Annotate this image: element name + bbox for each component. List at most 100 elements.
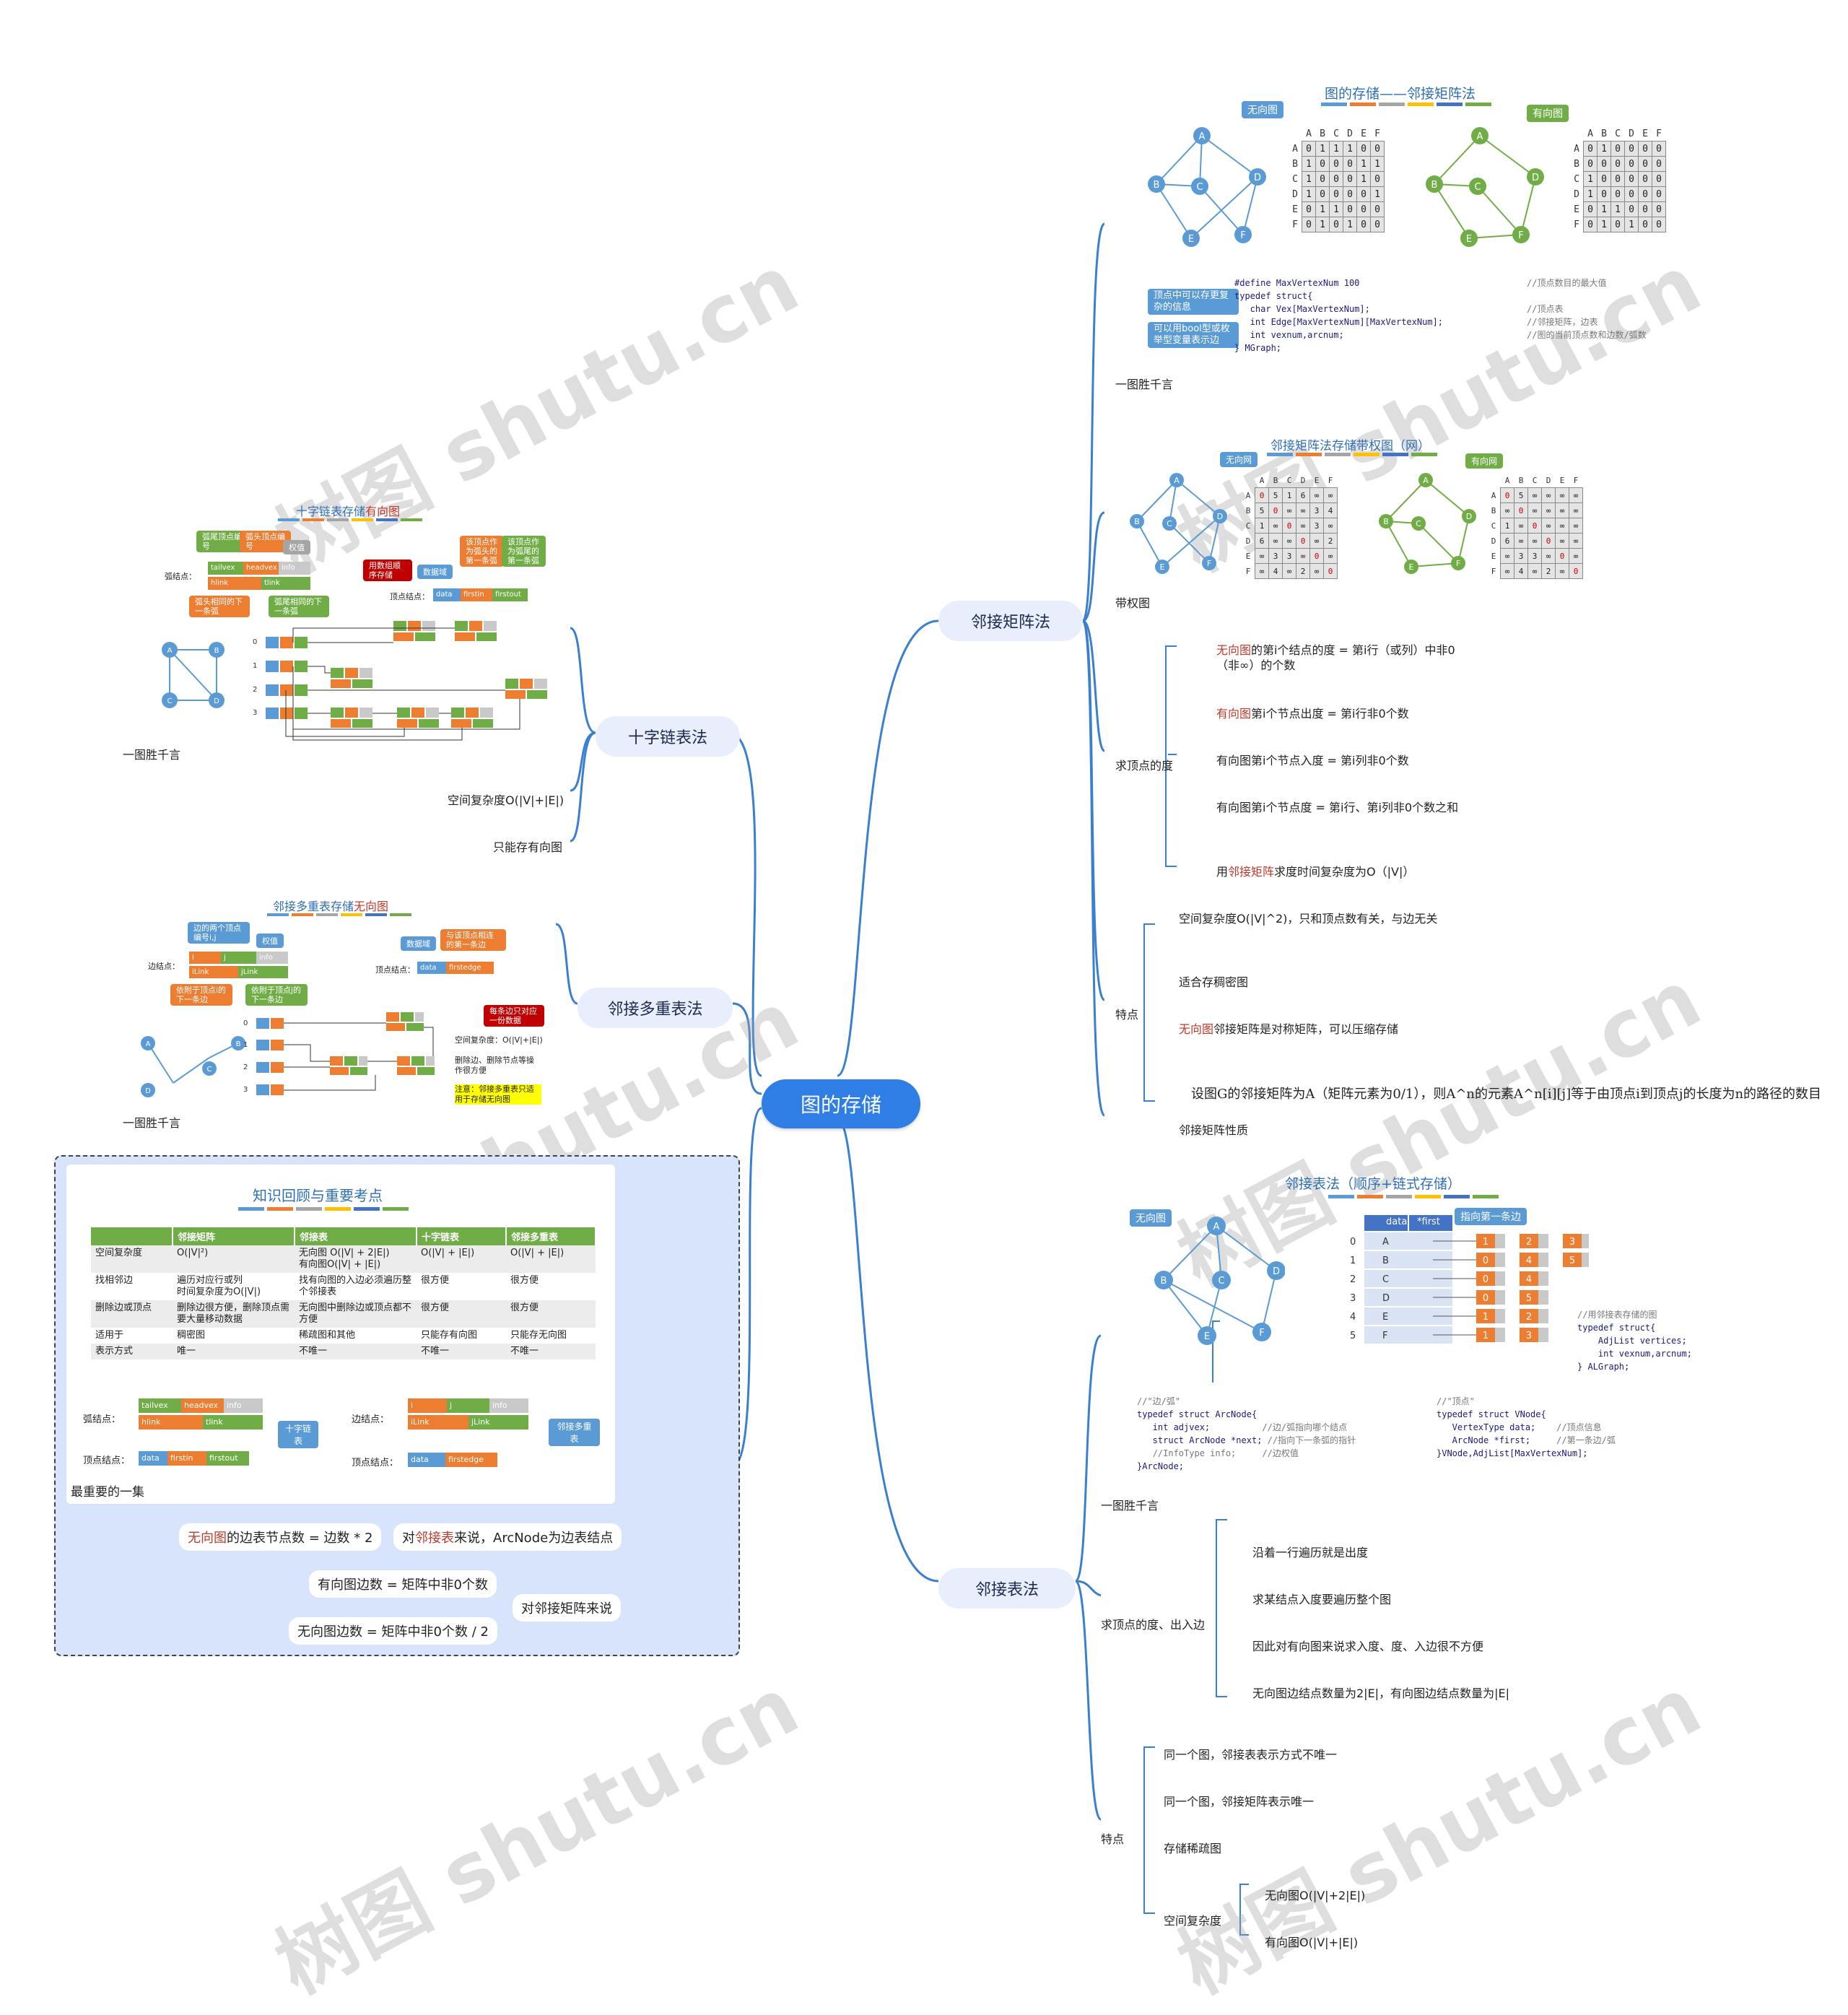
svg-text:2: 2 xyxy=(243,1063,248,1071)
svg-text:F: F xyxy=(1240,230,1245,241)
svg-text:A: A xyxy=(1213,1222,1220,1232)
svg-text:F: F xyxy=(1518,230,1523,241)
svg-text:B: B xyxy=(1383,517,1389,526)
summary-card-title: 知识回顾与重要考点 xyxy=(253,1187,383,1204)
list-feature-1: 同一个图，邻接表表示方式不唯一 xyxy=(1164,1748,1338,1762)
vertex-info-bubble: 顶点中可以存更复杂的信息 xyxy=(1148,289,1239,315)
title-underline xyxy=(267,913,411,916)
branch-multi-list[interactable]: 邻接多重表法 xyxy=(578,988,733,1028)
multi-bubble-one-copy: 每条边只对应一份数据 xyxy=(484,1005,544,1027)
directed-net-tag: 有向网 xyxy=(1465,453,1504,469)
svg-text:2: 2 xyxy=(1526,1237,1532,1248)
cross-bubble-weight: 权值 xyxy=(283,540,310,554)
summary-pill-undirected-edges: 无向图边数 = 矩阵中非0个数 / 2 xyxy=(289,1617,497,1645)
cross-field-info: info xyxy=(279,562,310,575)
first-edge-callout: 指向第一条边 xyxy=(1455,1208,1527,1225)
summary-cross-f5: tlink xyxy=(203,1415,263,1429)
multi-bubble-data: 数据域 xyxy=(401,936,436,951)
svg-text:A: A xyxy=(146,1040,151,1048)
weighted-image-title: 邻接矩阵法存储带权图（网） xyxy=(1270,439,1430,453)
svg-text:C: C xyxy=(1196,182,1203,193)
list-features-label: 特点 xyxy=(1101,1832,1125,1846)
multi-vex-label: 顶点结点： xyxy=(375,965,415,975)
branch-adjacency-list[interactable]: 邻接表法 xyxy=(938,1568,1076,1609)
cross-item-directed-only: 只能存有向图 xyxy=(493,840,563,854)
svg-text:F: F xyxy=(1456,559,1460,568)
svg-text:C: C xyxy=(167,697,173,705)
summary-vex-label-1: 顶点结点： xyxy=(83,1455,131,1466)
svg-text:A: A xyxy=(1423,476,1429,485)
svg-text:0: 0 xyxy=(243,1019,248,1027)
cross-image-title: 十字链表存储有向图 xyxy=(296,505,401,518)
cross-field-headvex: headvex xyxy=(243,562,279,575)
svg-text:E: E xyxy=(1466,234,1472,245)
cross-bubble-array: 用数组顺序存储 xyxy=(363,560,412,581)
svg-text:4: 4 xyxy=(1526,1274,1532,1285)
matrix-features-label: 特点 xyxy=(1115,1008,1139,1022)
cross-item-space: 空间复杂度O(|V|+|E|) xyxy=(448,793,565,807)
summary-vex-label-2: 顶点结点： xyxy=(352,1458,399,1468)
svg-text:D: D xyxy=(1273,1266,1280,1277)
feature-item-2: 适合存稠密图 xyxy=(1179,975,1249,989)
summary-cross-f2: headvex xyxy=(181,1398,224,1413)
branch-adjacency-matrix[interactable]: 邻接矩阵法 xyxy=(938,601,1083,641)
summary-cross-f3: info xyxy=(224,1398,263,1413)
weighted-graph-label: 带权图 xyxy=(1115,596,1151,610)
list-degree-label: 求顶点的度、出入边 xyxy=(1101,1618,1206,1632)
degree-item-5: 用邻接矩阵求度时间复杂度为O（|V|） xyxy=(1216,865,1415,879)
svg-text:B: B xyxy=(214,647,219,655)
multi-note-warning: 注意：邻接多重表只适用于存储无向图 xyxy=(455,1084,541,1105)
summary-cross-v3: firstout xyxy=(206,1451,249,1466)
root-node[interactable]: 图的存储 xyxy=(762,1079,920,1128)
caption-one-picture: 一图胜千言 xyxy=(1115,378,1174,391)
branch-cross-list[interactable]: 十字链表法 xyxy=(596,716,740,757)
adjlist-undirected-tag: 无向图 xyxy=(1130,1209,1172,1227)
list-space-label: 空间复杂度 xyxy=(1164,1914,1222,1928)
summary-cross-f1: tailvex xyxy=(139,1398,181,1413)
multi-field-i: i xyxy=(189,952,221,964)
svg-text:3: 3 xyxy=(253,709,257,717)
svg-text:A: A xyxy=(1477,131,1483,142)
degree-item-4: 有向图第i个节点度 = 第i行、第i列非0个数之和 xyxy=(1216,801,1459,814)
mgraph-code: #define MaxVertexNum 100 typedef struct{… xyxy=(1234,278,1443,353)
cross-bubble-firstin: 该顶点作为弧头的第一条弧 xyxy=(460,536,504,567)
svg-text:0: 0 xyxy=(1483,1255,1489,1266)
multi-bubble-ij: 边的两个顶点编号i,j xyxy=(188,922,250,944)
adjlist-caption: 一图胜千言 xyxy=(1101,1499,1159,1513)
summary-caption: 最重要的一集 xyxy=(71,1485,144,1500)
svg-text:5: 5 xyxy=(1526,1293,1532,1304)
svg-text:B: B xyxy=(1431,180,1438,191)
svg-text:1: 1 xyxy=(253,662,257,670)
svg-text:3: 3 xyxy=(243,1086,248,1094)
feature-item-3: 无向图邻接矩阵是对称矩阵，可以压缩存储 xyxy=(1179,1022,1399,1036)
summary-multi-f3: info xyxy=(489,1398,528,1413)
multi-edge-label: 边结点： xyxy=(148,962,180,971)
cross-arc-label: 弧结点： xyxy=(165,572,196,581)
svg-text:C: C xyxy=(1474,182,1481,193)
list-degree-item-4: 无向图边结点数量为2|E|，有向图边结点数量为|E| xyxy=(1252,1687,1509,1700)
adjlist-header-first: *first xyxy=(1417,1217,1440,1227)
svg-text:2: 2 xyxy=(253,686,257,694)
svg-text:F: F xyxy=(1382,1331,1387,1341)
degree-item-1: 无向图的第i个结点的度 = 第i行（或列）中非0（非∞）的个数 xyxy=(1216,643,1455,672)
matrix-image-title: 图的存储——邻接矩阵法 xyxy=(1325,86,1476,102)
multi-bubble-jlink: 依附于顶点j的下一条边 xyxy=(245,984,308,1006)
cross-bubble-head: 弧头顶点编号 xyxy=(240,531,291,552)
svg-text:3: 3 xyxy=(1350,1293,1356,1304)
cross-bubble-hlink: 弧头相同的下一条弧 xyxy=(189,596,250,617)
svg-text:A: A xyxy=(1174,476,1180,485)
cross-vex-firstout: firstout xyxy=(492,588,528,601)
list-space-item-1: 无向图O(|V|+2|E|) xyxy=(1265,1889,1366,1902)
multi-note-ops: 删除边、删除节点等操作很方便 xyxy=(455,1056,534,1075)
svg-text:B: B xyxy=(1134,517,1140,526)
summary-cross-v1: data xyxy=(139,1451,167,1466)
undirected-tag: 无向图 xyxy=(1242,101,1283,118)
cross-bubble-data: 数据域 xyxy=(417,565,453,579)
vnode-code: //"顶点" typedef struct VNode{ VertexType … xyxy=(1437,1396,1616,1458)
summary-multi-tag: 邻接多重表 xyxy=(549,1419,600,1446)
